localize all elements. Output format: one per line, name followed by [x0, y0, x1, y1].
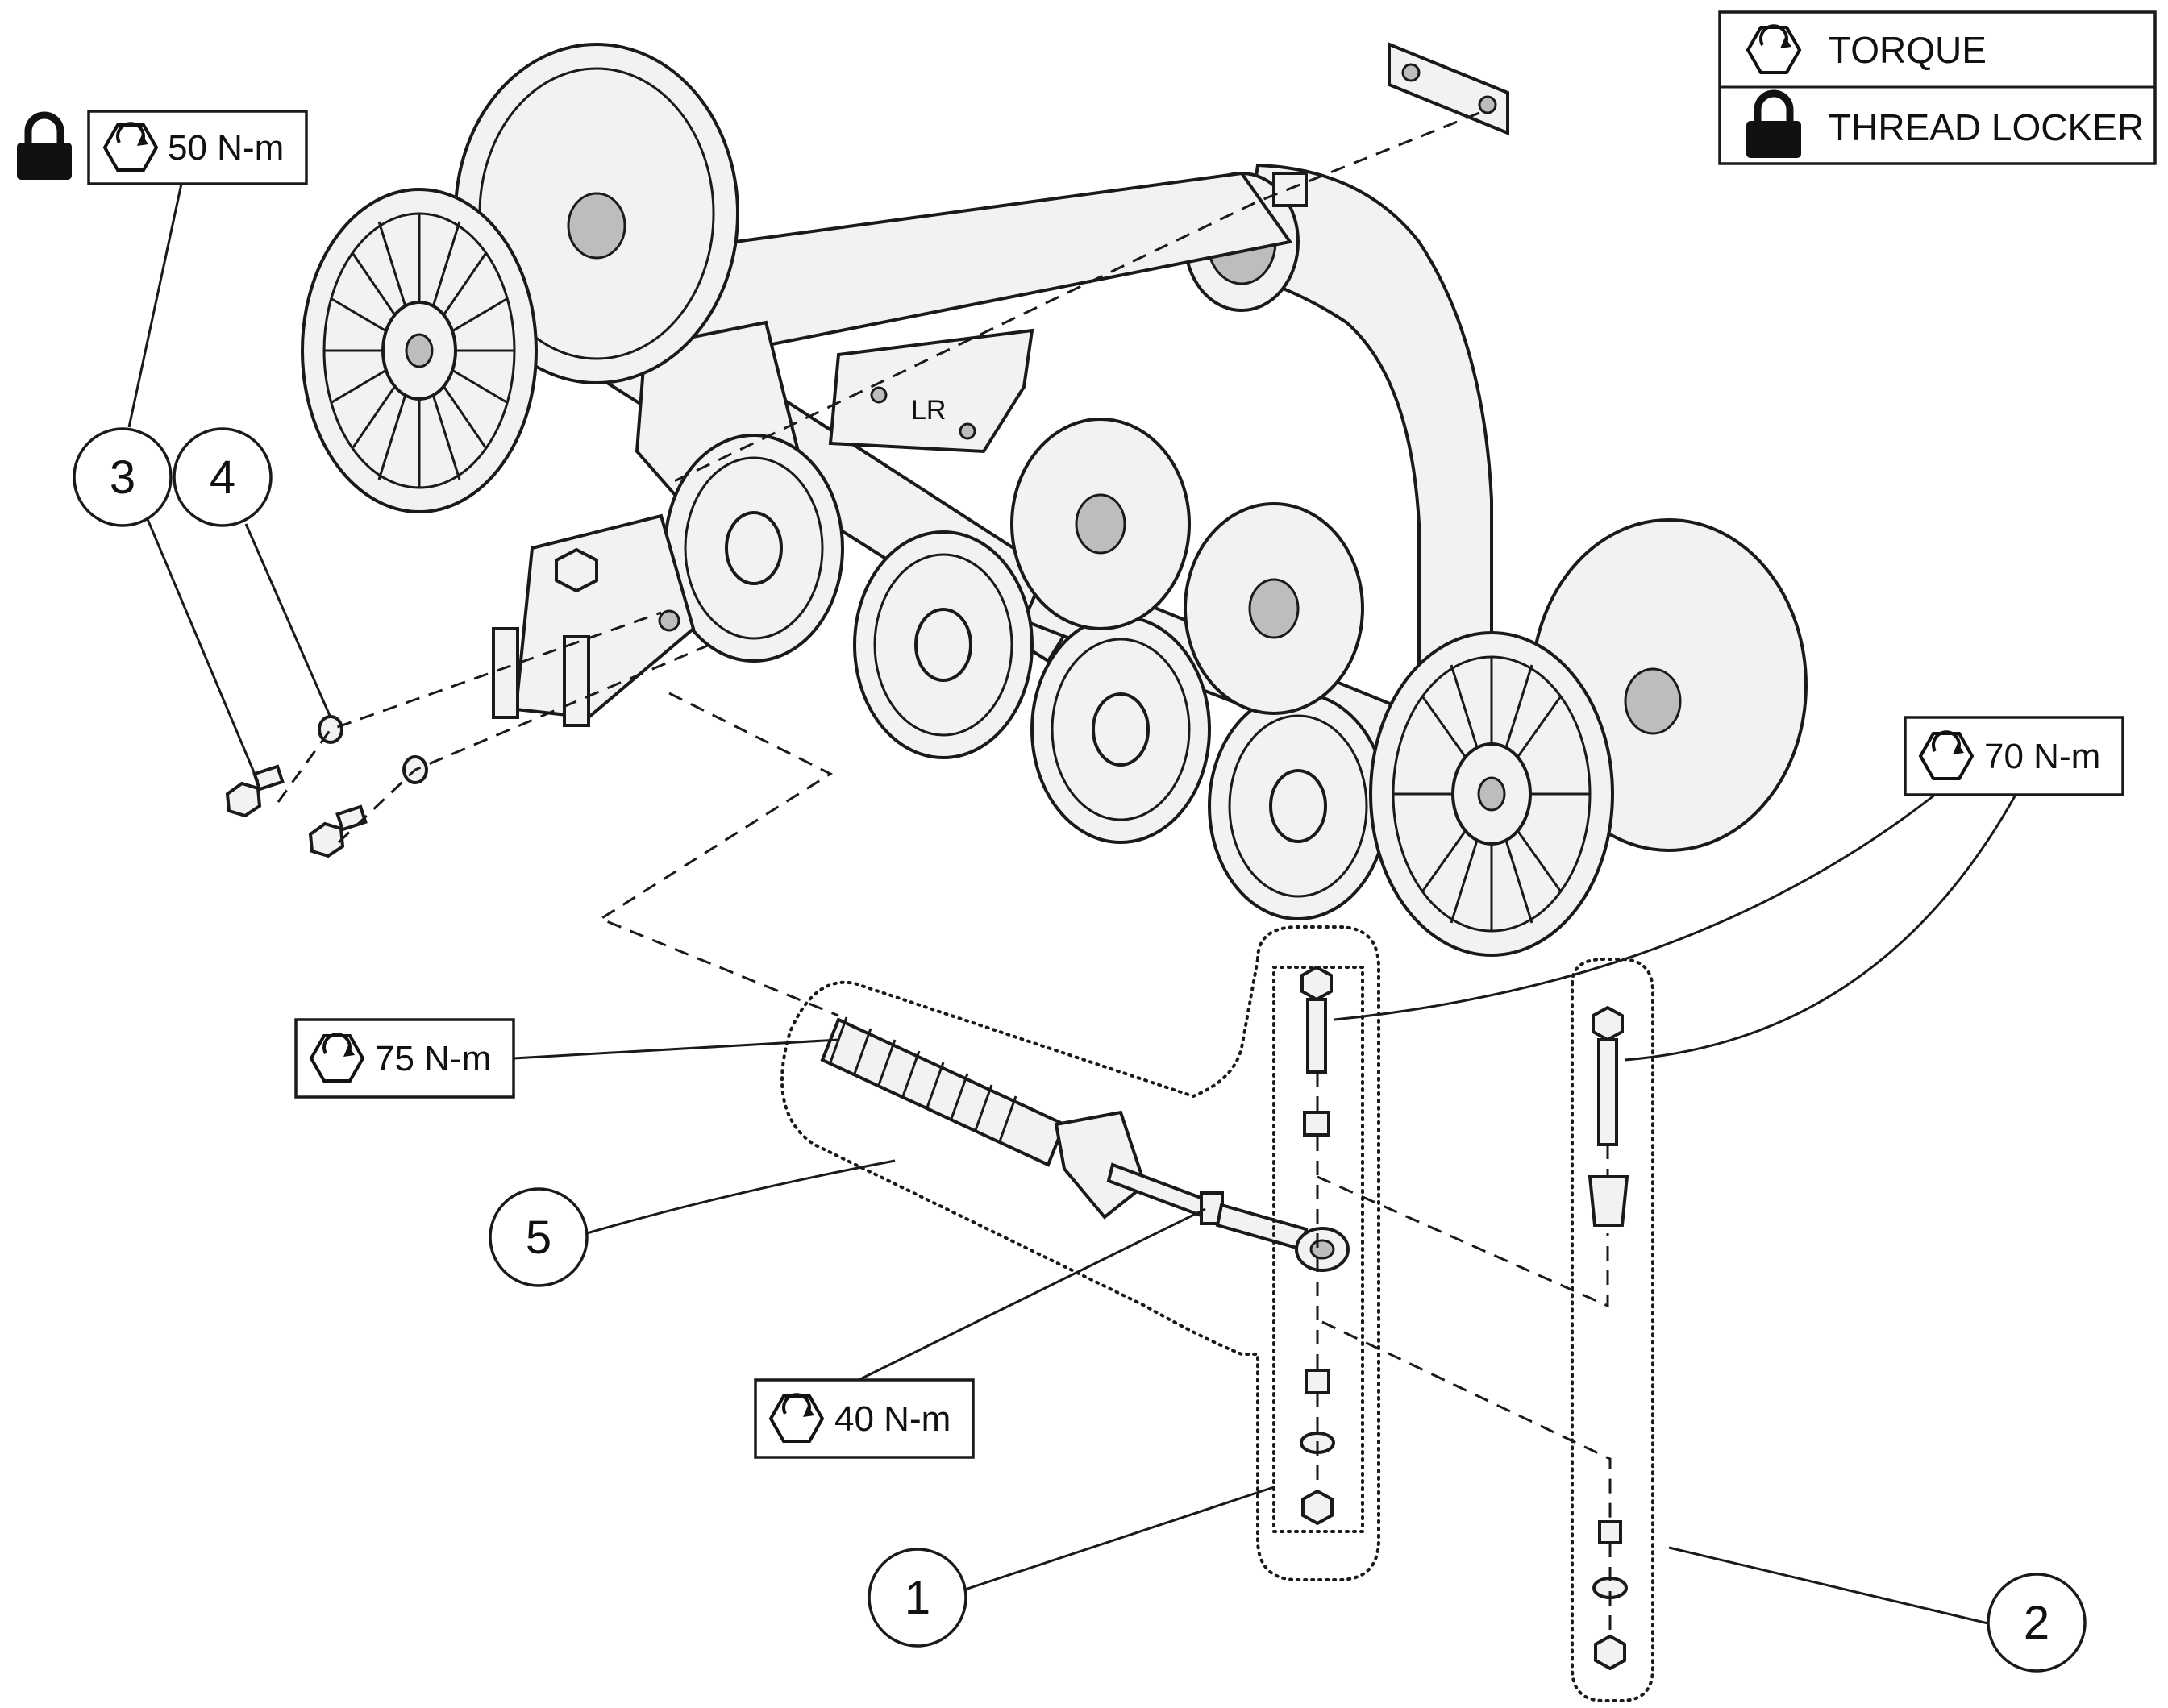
upright-arm [1239, 163, 1493, 696]
rod-end-shaft [1215, 1203, 1309, 1252]
torque-callout-75: 75 N-m [294, 1018, 515, 1099]
torque-value: 40 N-m [834, 1399, 951, 1439]
padlock-icon [17, 111, 72, 180]
legend: TORQUE THREAD LOCKER [1718, 10, 2157, 165]
torque-hex-icon [102, 122, 159, 172]
group-outline-2 [1571, 958, 1654, 1702]
group-outline-1-inner [1272, 966, 1364, 1533]
wheel-small-4 [1208, 692, 1388, 920]
padlock-icon [1746, 89, 1801, 158]
svg-text:4: 4 [210, 451, 235, 504]
torque-hex-icon [309, 1033, 365, 1083]
torque-value: 50 N-m [168, 128, 284, 168]
torque-hex-icon [1918, 730, 1975, 780]
shock-clevis [1054, 1110, 1147, 1220]
wheel-set [301, 43, 1808, 957]
conical-spacer [1588, 1175, 1629, 1227]
wheel-large-front-right [1369, 631, 1614, 957]
lock-nut [1301, 1489, 1334, 1526]
torque-value: 75 N-m [375, 1039, 491, 1078]
assembly-dashed-lines [277, 111, 1612, 1636]
wheel-small-back-1 [1010, 418, 1191, 630]
callout-1: 1 [868, 1548, 967, 1648]
bracket-hole [959, 422, 976, 440]
bolt-shank [1597, 1038, 1618, 1146]
bracket-hole [870, 386, 888, 404]
callout-2: 2 [1987, 1573, 2087, 1673]
svg-text:5: 5 [526, 1211, 551, 1264]
lock-nut [1594, 1634, 1626, 1671]
legend-torque-label: TORQUE [1829, 29, 1987, 71]
torque-hex-icon [1746, 24, 1802, 74]
leader-lines [127, 183, 2017, 1626]
frame-marking: LR [911, 395, 946, 426]
torque-callout-50: 50 N-m [17, 110, 308, 185]
wheel-small-back-2 [1184, 502, 1364, 715]
spacer [1305, 1369, 1330, 1394]
svg-text:2: 2 [2024, 1597, 2049, 1649]
bolt-part-3 [225, 764, 285, 818]
group-outline-1 [780, 925, 1380, 1581]
callout-5: 5 [489, 1187, 589, 1287]
hardware-stack-1 [1300, 965, 1335, 1526]
torque-callout-70: 70 N-m [1904, 716, 2124, 796]
spring-shock-assembly [820, 1016, 1350, 1272]
torque-value: 70 N-m [1984, 737, 2100, 776]
bolt-shank [1306, 998, 1327, 1074]
wheel-small-2 [853, 530, 1034, 759]
lr-bracket [828, 328, 1034, 454]
plate-hole [1401, 63, 1421, 82]
bolt-head [1300, 965, 1333, 1002]
svg-text:3: 3 [110, 451, 135, 504]
callout-3: 3 [73, 427, 173, 527]
wheel-large-front-left [301, 188, 538, 513]
legend-thread-locker-label: THREAD LOCKER [1829, 106, 2144, 148]
mounting-plate [1388, 42, 1509, 135]
hardware-stack-2 [1588, 1005, 1629, 1671]
torque-callout-40: 40 N-m [754, 1378, 975, 1459]
callout-4: 4 [173, 427, 273, 527]
spacer [1303, 1111, 1330, 1137]
bolt-part-3b [308, 804, 368, 858]
bolt-head [1592, 1005, 1624, 1042]
svg-text:1: 1 [905, 1572, 930, 1624]
plate-hole [1478, 95, 1497, 114]
torque-hex-icon [768, 1393, 825, 1443]
wheel-small-3 [1030, 615, 1211, 844]
spacer [1598, 1520, 1622, 1544]
